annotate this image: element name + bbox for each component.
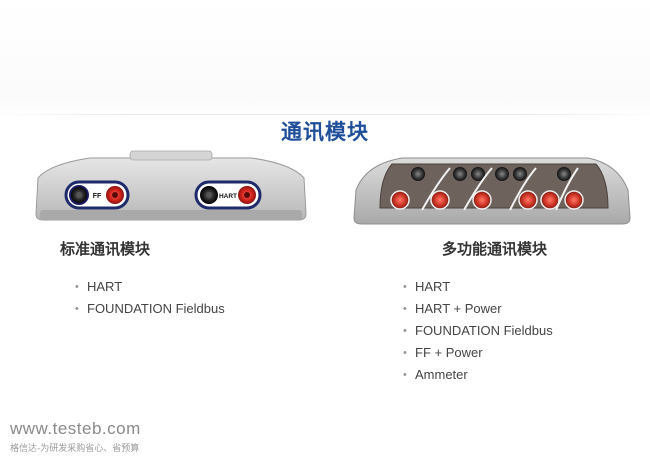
multifunction-module-heading: 多功能通讯模块	[442, 240, 548, 258]
feature-label: FOUNDATION Fieldbus	[87, 301, 225, 316]
list-item: • HART + Power	[403, 298, 553, 320]
multifunction-module-image	[353, 157, 631, 225]
list-item: • Ammeter	[403, 364, 553, 386]
list-item: • HART	[403, 276, 553, 298]
list-item: • FF + Power	[403, 342, 553, 364]
header-band	[0, 0, 650, 120]
bullet-icon: •	[403, 369, 407, 381]
bullet-icon: •	[75, 303, 79, 315]
multifunction-feature-list: • HART • HART + Power • FOUNDATION Fieldbus…	[403, 276, 553, 386]
feature-label: HART + Power	[415, 301, 502, 316]
feature-label: HART	[415, 279, 451, 294]
footer-url: www.testeb.com	[10, 419, 141, 438]
header-divider	[0, 114, 650, 115]
svg-text:HART: HART	[219, 193, 237, 200]
bullet-icon: •	[403, 281, 407, 293]
standard-module-heading: 标准通讯模块	[60, 240, 151, 258]
list-item: • FOUNDATION Fieldbus	[75, 298, 225, 320]
footer-slogan: 格信达-为研发采购省心、省预算	[10, 444, 140, 454]
feature-label: FOUNDATION Fieldbus	[415, 323, 553, 338]
bullet-icon: •	[75, 281, 79, 293]
standard-feature-list: • HART • FOUNDATION Fieldbus	[75, 276, 225, 320]
feature-label: Ammeter	[415, 367, 468, 382]
standard-module-image: FF HART	[35, 150, 307, 221]
red-jack-row	[390, 190, 584, 210]
bullet-icon: •	[403, 347, 407, 359]
grey-jack-row	[411, 167, 571, 181]
bullet-icon: •	[403, 303, 407, 315]
list-item: • FOUNDATION Fieldbus	[403, 320, 553, 342]
bullet-icon: •	[403, 325, 407, 337]
ff-terminal-pair: FF	[64, 180, 130, 210]
page-title: 通讯模块	[281, 120, 369, 144]
feature-label: HART	[87, 279, 123, 294]
svg-text:FF: FF	[93, 193, 102, 200]
list-item: • HART	[75, 276, 225, 298]
hart-terminal-pair: HART	[194, 180, 262, 210]
feature-label: FF + Power	[415, 345, 483, 360]
